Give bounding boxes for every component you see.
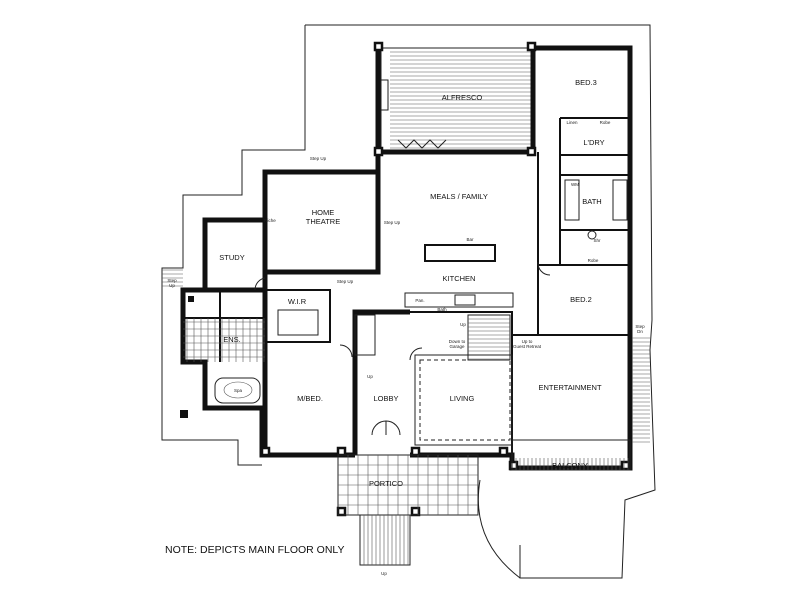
annotation-bar: Bar — [466, 237, 474, 242]
west-steps — [162, 269, 183, 287]
bath-tub — [564, 179, 580, 221]
room-label-pantry: Pan. — [415, 298, 424, 303]
room-label-living: LIVING — [450, 394, 475, 403]
room-label-entertainment: ENTERTAINMENT — [538, 383, 601, 392]
pier — [373, 41, 384, 52]
wir-shelf — [277, 309, 319, 336]
spa-basin — [223, 381, 253, 399]
annotation-shr: Shr — [593, 238, 601, 243]
room-label-robe-top: Robe — [600, 120, 611, 125]
room-label-meals-family: MEALS / FAMILY — [430, 192, 488, 201]
pier — [336, 506, 347, 517]
living-front-wall — [352, 309, 410, 455]
balcony-rail — [515, 458, 629, 470]
staircase — [467, 314, 511, 361]
annotation-up-stair: Up — [460, 322, 466, 327]
room-label-mbed: M/BED. — [297, 394, 323, 403]
kitchen-sink — [454, 294, 476, 306]
front-step-lines — [363, 515, 409, 565]
kitchen-bench — [404, 292, 514, 308]
room-label-bed3: BED.3 — [575, 78, 597, 87]
living-outline — [414, 354, 513, 446]
pier — [526, 41, 537, 52]
kitchen-wall — [355, 311, 513, 455]
front-steps — [359, 514, 411, 566]
annotation-up-to-guest-retreat-1: Up to — [522, 339, 533, 344]
east-steps — [632, 337, 650, 443]
balcony-slab — [511, 439, 631, 471]
room-label-lobby: LOBBY — [373, 394, 398, 403]
annotation-wm: WM — [571, 182, 579, 187]
pier — [508, 460, 519, 471]
room-label-home-theatre-1: HOME — [312, 208, 335, 217]
annotation-down-to-garage-1: Down to — [449, 339, 466, 344]
annotation-step-up-top: Step Up — [310, 156, 327, 161]
annotation-step-up-theatre: Step Up — [384, 220, 401, 225]
pier — [620, 460, 631, 471]
pier — [373, 146, 384, 157]
door-mbed — [339, 344, 353, 358]
annotation-step-up-left-1: Step — [167, 278, 177, 283]
room-label-wir: W.I.R — [288, 297, 307, 306]
annotation-up-lobby: Up — [367, 374, 373, 379]
room-label-alfresco: ALFRESCO — [442, 93, 483, 102]
room-label-home-theatre-2: THEATRE — [306, 217, 340, 226]
door-lobby-1 — [371, 420, 387, 436]
pier — [260, 446, 271, 457]
annotation-step-dn-right-1: Step — [635, 324, 645, 329]
room-label-kitchen: KITCHEN — [443, 274, 476, 283]
annotation-up-to-guest-retreat-2: Guest Retreat — [513, 344, 542, 349]
study-wall — [202, 217, 265, 293]
annotation-up-portico: Up — [381, 571, 387, 576]
annotation-step-dn-right-2: Dn — [637, 329, 643, 334]
room-label-bed2: BED.2 — [570, 295, 592, 304]
room-label-bath: BATH — [582, 197, 601, 206]
room-label-linen: Linen — [566, 120, 578, 125]
spa-bath — [214, 377, 261, 404]
annotation-down-to-garage-2: Garage — [449, 344, 465, 349]
exterior-wall-top — [375, 45, 633, 335]
piers — [180, 41, 631, 517]
vanity — [612, 179, 628, 221]
pier — [188, 296, 194, 302]
annotation-niche: Niche — [264, 218, 276, 223]
room-label-balcony: BALCONY — [552, 461, 588, 470]
stair-treads — [468, 318, 510, 360]
living-rug — [419, 359, 511, 441]
annotation-step-up-study: Step Up — [337, 279, 354, 284]
annotation-spa: Spa — [234, 388, 243, 393]
door-study — [254, 277, 266, 291]
door-lobby-2 — [385, 420, 401, 436]
door-living — [409, 347, 423, 361]
room-label-robe-mid: Robe — [588, 258, 599, 263]
floor-note: NOTE: DEPICTS MAIN FLOOR ONLY — [165, 544, 345, 556]
pier — [336, 446, 347, 457]
wir-walls — [265, 289, 331, 343]
door-alfresco — [397, 139, 447, 149]
stair-small — [354, 314, 376, 356]
room-label-portico: PORTICO — [369, 479, 403, 488]
door-bed2 — [537, 261, 551, 276]
ensuite-tiles — [183, 318, 265, 362]
room-label-laundry: L'DRY — [583, 138, 604, 147]
annotation-bath-small: Bath — [437, 307, 447, 312]
basin — [587, 230, 597, 240]
room-label-study: STUDY — [219, 253, 244, 262]
pier — [498, 446, 509, 457]
kitchen-island — [424, 244, 496, 262]
site-boundary — [305, 24, 656, 579]
pier — [410, 446, 421, 457]
driveway-curve — [477, 479, 521, 579]
annotation-step-up-left-2: Up — [169, 283, 175, 288]
room-label-ens: ENS. — [223, 335, 241, 344]
site-boundary-left — [161, 25, 306, 466]
pier — [526, 146, 537, 157]
pier — [180, 410, 188, 418]
portico-tiles — [338, 455, 478, 515]
